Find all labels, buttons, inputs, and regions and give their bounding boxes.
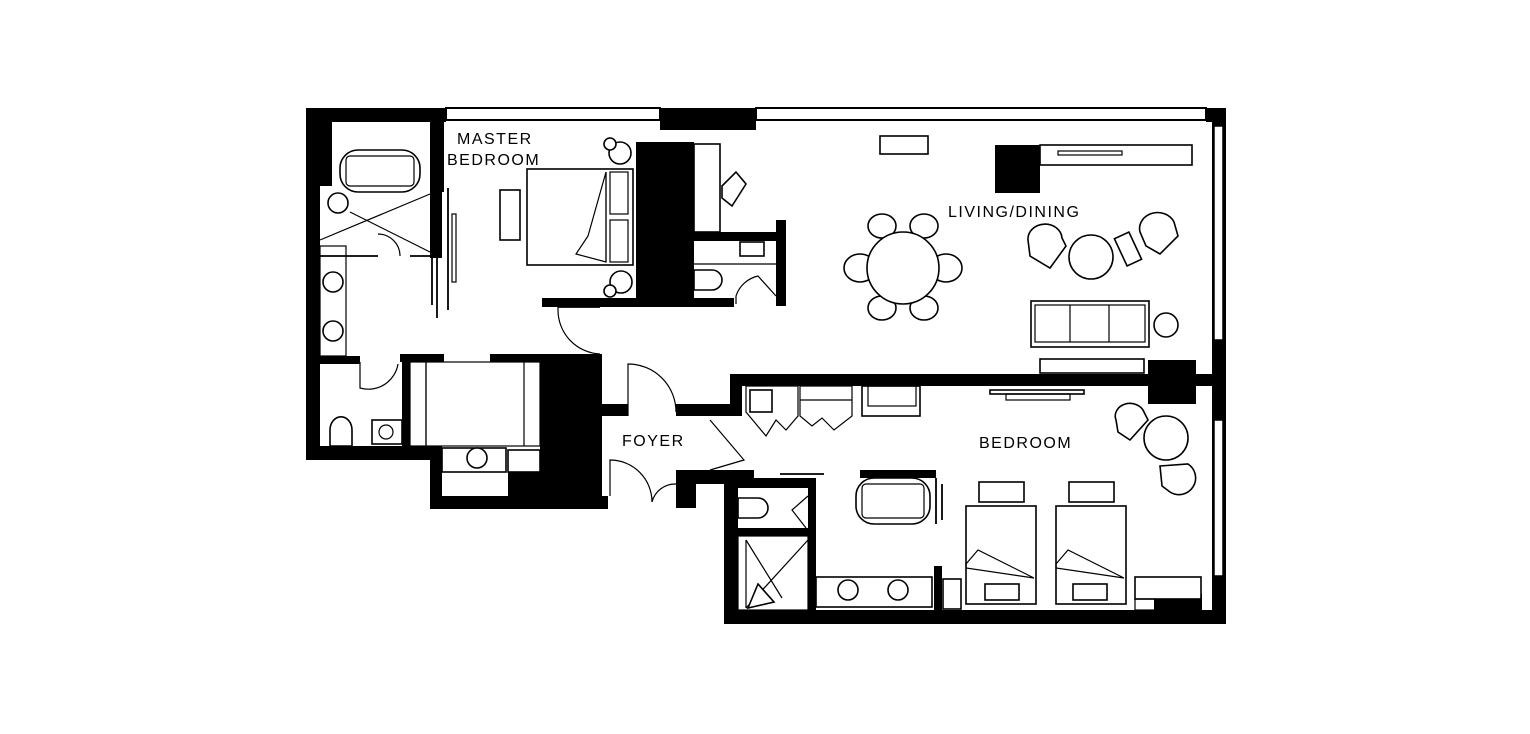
master-bath [319,149,457,447]
walls [306,107,1226,624]
master-bedroom-label-line1: MASTER [457,131,533,148]
foyer-label: FOYER [622,433,685,450]
foyer [609,363,824,503]
living-dining-label: LIVING/DINING [948,204,1080,221]
bedroom-label: BEDROOM [979,435,1072,452]
dining-set [843,213,963,321]
master-bedroom [499,137,777,355]
bedroom [737,385,1202,611]
master-bedroom-label-line2: BEDROOM [447,152,540,169]
living-dining [843,135,1193,374]
corridor-closet [425,361,541,473]
